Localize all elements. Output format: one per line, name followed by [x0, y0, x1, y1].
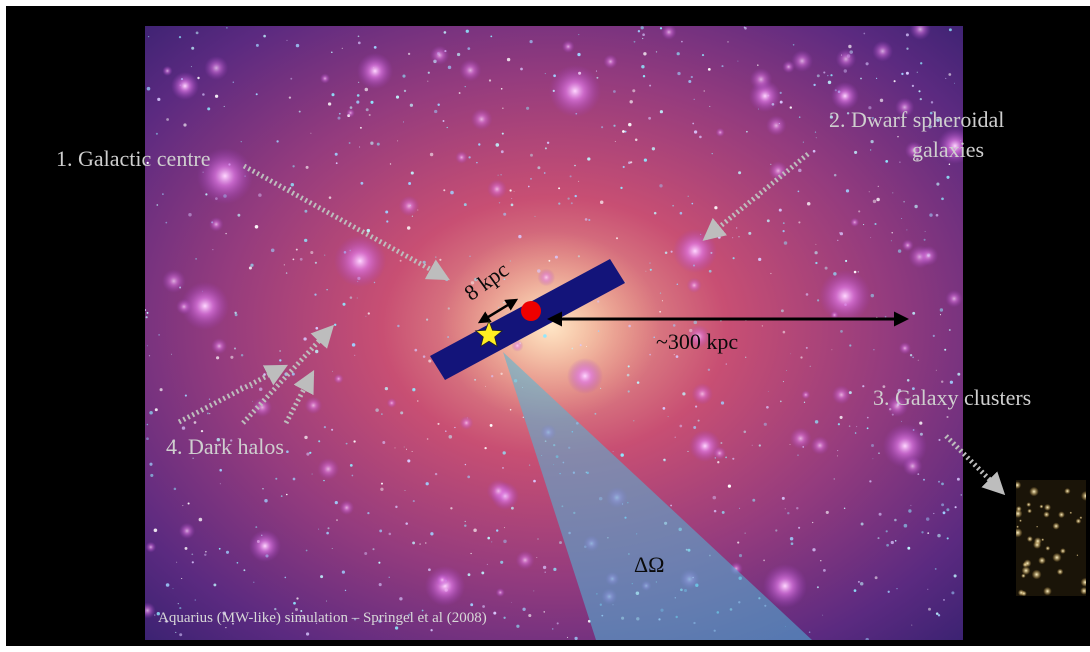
dwarf-spheroidal-label-line2: galaxies: [912, 137, 985, 162]
dark-halo-pointer-3: [283, 370, 315, 425]
galactic-centre-pointer: [242, 163, 450, 281]
galaxy-clusters-pointer: [944, 434, 1006, 496]
galaxy-clusters-label: 3. Galaxy clusters: [873, 385, 1032, 410]
galaxy-cluster-thumbnail: [1016, 480, 1086, 596]
aquarius-simulation-image: [145, 26, 963, 640]
galactic-centre-label: 1. Galactic centre: [56, 146, 211, 171]
dark-halo-pointer-2: [241, 324, 335, 425]
star-icon: [474, 319, 504, 348]
slide: 1. Galactic centre 2. Dwarf spheroidal g…: [6, 6, 1090, 646]
dwarf-spheroidal-label-line1: 2. Dwarf spheroidal: [829, 107, 1005, 132]
solid-angle-label: ΔΩ: [634, 552, 665, 577]
sun-to-centre-arrow: [477, 298, 519, 324]
dark-halo-pointer-1: [177, 364, 288, 425]
distance-300-kpc-label: ~300 kpc: [656, 329, 739, 354]
dwarf-spheroidal-pointer: [702, 152, 810, 241]
diagram-overlay: [177, 152, 1006, 640]
red-dot-icon: [521, 301, 541, 321]
solid-angle-cone: [503, 352, 812, 640]
simulation-credit-caption: Aquarius (MW-like) simulation – Springel…: [158, 610, 487, 626]
dark-halos-label: 4. Dark halos: [166, 434, 284, 459]
